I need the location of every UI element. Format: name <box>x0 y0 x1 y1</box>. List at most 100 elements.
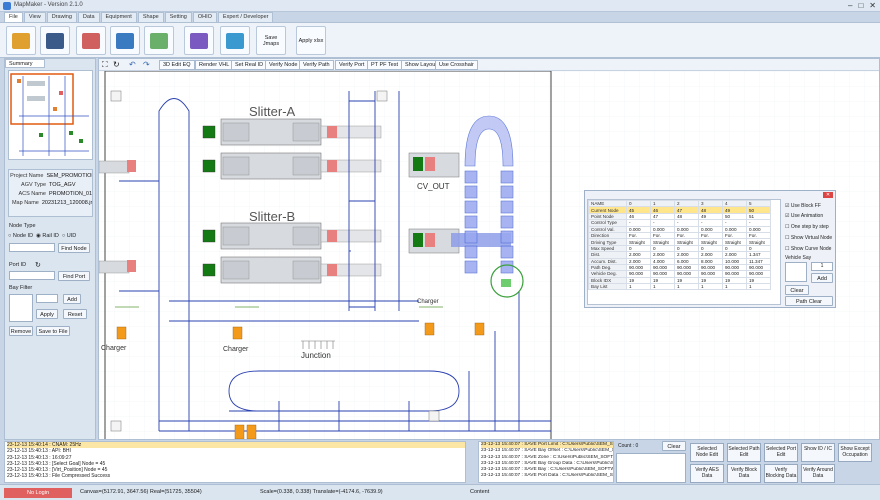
verify-block-data-button[interactable]: Verify Block Data <box>727 464 761 483</box>
log-line: 23-12-13 15:40:13 : API: BHI <box>7 448 71 455</box>
say-value-input[interactable]: 1 <box>811 262 833 271</box>
save-button[interactable] <box>40 26 70 55</box>
tab-equipment[interactable]: Equipment <box>100 12 137 22</box>
show-id-ic-button[interactable]: Show ID / IC <box>801 443 835 462</box>
bay-reset-button[interactable]: Reset <box>63 309 87 319</box>
tab-ohio[interactable]: OHIO <box>192 12 217 22</box>
bay-select[interactable] <box>36 294 58 303</box>
minimap[interactable] <box>8 70 93 160</box>
redo-icon[interactable]: ↷ <box>143 60 150 69</box>
path-clear-button[interactable]: Path Clear <box>785 296 833 306</box>
selected-node-edit-button[interactable]: Selected Node Edit <box>690 443 724 462</box>
grid-cell: 1 <box>650 283 675 291</box>
window-button[interactable] <box>110 26 140 55</box>
maximize-icon[interactable]: □ <box>858 1 864 10</box>
scale-info: Scale=(0.338, 0.338) Translate=(-4174.6,… <box>260 489 383 495</box>
tab-file[interactable]: File <box>4 12 23 22</box>
count-clear-button[interactable]: Clear <box>662 441 686 451</box>
save-jmaps-button[interactable]: Save Jmaps <box>256 26 286 55</box>
image-button[interactable] <box>144 26 174 55</box>
canvas-coords: Canvas=(5172.91, 3647.56) Real=(51725, 3… <box>80 489 202 495</box>
close-icon[interactable]: ✕ <box>869 1 876 10</box>
show-except-occupation-button[interactable]: Show Except Occupation <box>838 443 872 462</box>
opt-show-curve-node[interactable]: ☐ Show Curve Node <box>785 246 832 252</box>
undo-icon[interactable]: ↶ <box>129 60 136 69</box>
tab-view[interactable]: View <box>23 12 46 22</box>
tab-shape[interactable]: Shape <box>137 12 164 22</box>
tab-expert[interactable]: Expert / Developer <box>217 12 274 22</box>
count-list[interactable] <box>616 453 686 483</box>
radio-node-id[interactable]: ○ Node ID <box>8 233 34 239</box>
opt-use-block-ff[interactable]: ☑ Use Block FF <box>785 203 821 209</box>
login-status[interactable]: No Login <box>4 488 72 498</box>
grid-button[interactable] <box>184 26 214 55</box>
folder-icon <box>12 32 30 49</box>
radio-rail-id[interactable]: ◉ Rail ID <box>36 233 59 239</box>
verify-port-button[interactable]: Verify Port <box>335 60 369 70</box>
save-to-file-button[interactable]: Save to File <box>36 326 70 336</box>
pt-pf-test-button[interactable]: PT PF Test <box>367 60 403 70</box>
refresh-icon[interactable]: ↻ <box>35 262 41 269</box>
selected-port-edit-button[interactable]: Selected Port Edit <box>764 443 798 462</box>
set-real-id-button[interactable]: Set Real ID <box>231 60 268 70</box>
bay-add-button[interactable]: Add <box>63 294 81 304</box>
tab-setting[interactable]: Setting <box>164 12 192 22</box>
tab-data[interactable]: Data <box>77 12 100 22</box>
verify-around-data-button[interactable]: Verify Around Data <box>801 464 835 483</box>
verify-node-button[interactable]: Verify Node <box>265 60 302 70</box>
open-map-button[interactable] <box>76 26 106 55</box>
bay-apply-button[interactable]: Apply <box>36 309 58 319</box>
edit-eq-button[interactable]: 3D Edit EQ <box>159 60 195 70</box>
log-line: 23-12-13 15:40:13 : File Compressed Succ… <box>7 473 111 480</box>
apply-xlsx-button[interactable]: Apply xlsx <box>296 26 326 55</box>
fit-icon[interactable]: ⛶ <box>102 60 108 69</box>
verify-blocking-data-button[interactable]: Verify Blocking Data <box>764 464 798 483</box>
bay-list[interactable] <box>9 294 33 322</box>
node-search-input[interactable] <box>9 243 55 252</box>
verify-path-button[interactable]: Verify Path <box>299 60 334 70</box>
opt-use-animation[interactable]: ☑ Use Animation <box>785 213 824 219</box>
grid-cell: 1 <box>746 283 771 291</box>
say-clear-button[interactable]: Clear <box>785 285 809 295</box>
grid-cell: Bay List <box>588 283 627 291</box>
log-line: 23-12-13 15:40:13 : 16:09:27 <box>7 454 72 461</box>
save-log[interactable]: 23-12-13 15:40:07 : SAVE Port Limit : C:… <box>478 441 614 483</box>
open-folder-button[interactable] <box>6 26 36 55</box>
port-search-input[interactable] <box>9 271 55 280</box>
say-add-button[interactable]: Add <box>811 273 833 283</box>
selected-path-edit-button[interactable]: Selected Path Edit <box>727 443 761 462</box>
render-vhl-button[interactable]: Render VHL <box>195 60 234 70</box>
summary-tab[interactable]: Summary <box>5 59 45 68</box>
opt-show-virtual-node[interactable]: ☐ Show Virtual Node <box>785 235 833 241</box>
opt-one-step[interactable]: ☐ One step by step <box>785 224 829 230</box>
tab-drawing[interactable]: Drawing <box>46 12 77 22</box>
panel-close-icon[interactable]: ✕ <box>823 192 833 198</box>
radio-uid[interactable]: ○ UID <box>61 233 77 239</box>
vehicle-say-list[interactable] <box>785 262 807 282</box>
rotate-icon[interactable]: ↻ <box>113 60 120 69</box>
verify-aes-data-button[interactable]: Verify AES Data <box>690 464 724 483</box>
event-log[interactable]: 23-12-13 15:40:14 : CNAM: 25Hz 23-12-13 … <box>4 441 466 483</box>
minimize-icon[interactable]: – <box>848 1 853 10</box>
find-port-button[interactable]: Find Port <box>58 271 90 281</box>
canvas-toolbar: ⛶ ↻ ↶ ↷ 3D Edit EQ Render VHL Set Real I… <box>99 59 879 71</box>
svg-text:Charger: Charger <box>223 346 249 353</box>
image-icon <box>150 32 168 49</box>
use-crosshair-button[interactable]: Use Crosshair <box>435 60 478 70</box>
map-button[interactable] <box>220 26 250 55</box>
find-node-button[interactable]: Find Node <box>58 243 90 253</box>
remove-button[interactable]: Remove <box>9 326 33 336</box>
